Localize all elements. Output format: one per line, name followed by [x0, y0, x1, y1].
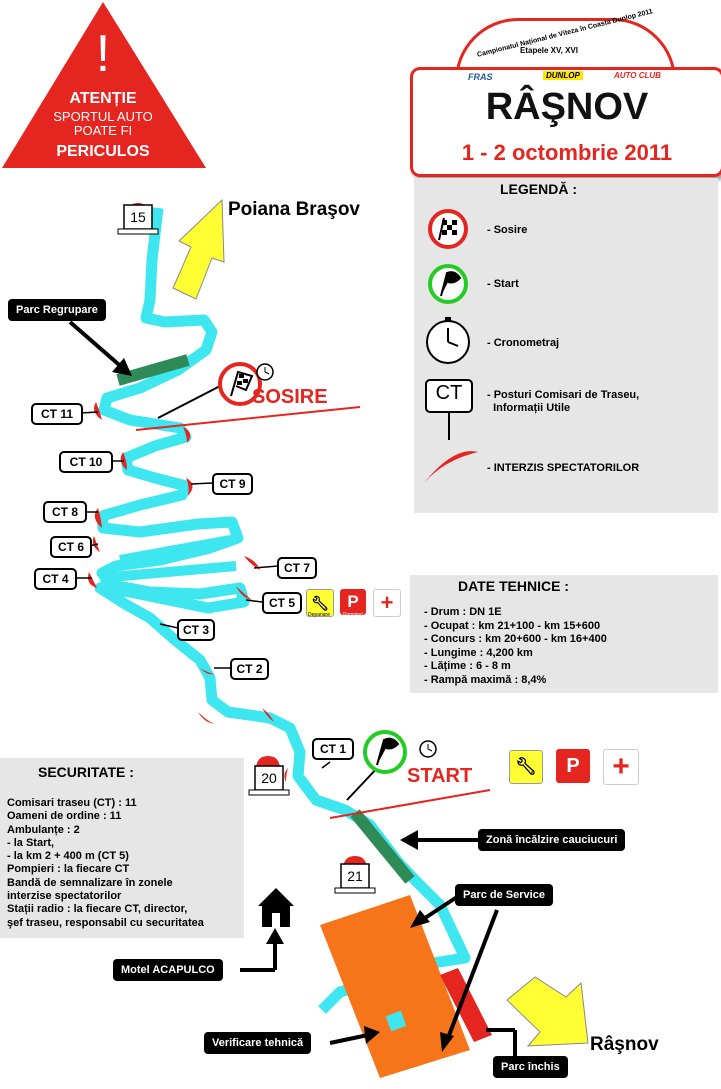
- ct-4: CT 4: [34, 568, 77, 590]
- event-stages: Etapele XV, XVI: [520, 46, 578, 55]
- depanare-icon-start: 🔧︎: [509, 750, 543, 784]
- security-line: Ambulanțe : 2: [7, 823, 80, 836]
- ambulance-cross-icon-ct5: +: [373, 589, 401, 617]
- logo-fras: FRAS: [468, 72, 493, 82]
- legend-ct-symbol: CT: [435, 382, 463, 404]
- finish-flag-icon: [218, 362, 262, 406]
- security-line: interzise spectatorilor: [7, 890, 122, 903]
- alert-line3: POATE FI: [73, 123, 133, 138]
- warning-triangle: [2, 2, 206, 168]
- arrow-to-poiana-icon: [172, 198, 225, 300]
- tech-line: - Concurs : km 20+600 - km 16+400: [424, 633, 607, 645]
- security-line: Oameni de ordine : 11: [7, 810, 122, 823]
- tech-line: - Rampă maximă : 8,4%: [424, 673, 547, 686]
- finish-label: SOSIRE: [252, 386, 328, 408]
- warmup-zone-area: [350, 809, 415, 884]
- legend-icons: [424, 209, 478, 483]
- ct-11: CT 11: [31, 403, 83, 425]
- event-box: [410, 67, 721, 177]
- place-poiana-brasov: Poiana Braşov: [228, 199, 360, 220]
- event-title: RÂŞNOV: [485, 86, 649, 128]
- ambulance-cross-icon-start: +: [603, 749, 639, 785]
- ct-5: CT 5: [262, 592, 302, 614]
- start-flag-icon: [363, 730, 407, 774]
- km-15-label: 15: [130, 209, 146, 225]
- ct-9: CT 9: [212, 473, 253, 495]
- tech-check-area: [385, 1010, 407, 1032]
- tech-panel: [410, 575, 718, 693]
- service-park-area: [320, 895, 470, 1078]
- km-marker-20: [248, 756, 290, 796]
- km-marker-15: [117, 203, 159, 235]
- legend-item-ct: - Posturi Comisari de Traseu, Informații…: [487, 389, 640, 414]
- tech-line: - Ocupat : km 21+100 - km 15+600: [424, 619, 601, 632]
- legend-ct-post-icon: [425, 379, 473, 440]
- finish-stopwatch-icon: [256, 363, 274, 381]
- parking-icon-start: P: [556, 749, 590, 783]
- security-list: Comisari traseu (CT) : 11 Oameni de ordi…: [7, 797, 243, 930]
- tech-line: - Lungime : 4,200 km: [424, 646, 533, 659]
- callout-motel: Motel ACAPULCO: [113, 959, 223, 981]
- ct-3: CT 3: [177, 619, 215, 641]
- start-stopwatch-icon: [419, 740, 437, 758]
- alert-exclamation: !: [95, 25, 111, 83]
- legend-start-icon: [428, 264, 468, 304]
- tech-line: - Lățime : 6 - 8 m: [424, 660, 511, 672]
- ct-10: CT 10: [59, 451, 113, 473]
- ct-1: CT 1: [312, 738, 354, 760]
- security-line: Stații radio : la fiecare CT, director,: [7, 903, 188, 916]
- security-title: SECURITATE :: [38, 764, 134, 780]
- legend-stopwatch-icon: [426, 317, 470, 364]
- legend-item-finish: - Sosire: [487, 224, 528, 236]
- legend-item-ban: - INTERZIS SPECTATORILOR: [487, 462, 640, 474]
- legend-ban-icon: [424, 451, 478, 483]
- km-marker-21: [334, 856, 376, 894]
- legend-title: LEGENDĂ :: [500, 181, 577, 197]
- security-line: Comisari traseu (CT) : 11: [7, 797, 137, 809]
- parking-icon-ct5: P: [340, 589, 366, 615]
- legend-finish-icon: [428, 209, 468, 249]
- ct-2: CT 2: [230, 658, 269, 680]
- alert-line2: SPORTUL AUTO: [53, 109, 153, 124]
- legend-item-timing: - Cronometraj: [487, 337, 560, 349]
- callout-parc-service: Parc de Service: [455, 884, 553, 906]
- race-road: [94, 207, 471, 1014]
- parc-regrupare-area: [116, 354, 190, 386]
- pompieri-label: Pompieri: [343, 612, 363, 618]
- security-line: şef traseu, responsabil cu securitatea: [7, 916, 204, 929]
- callout-parc-inchis: Parc închis: [493, 1056, 568, 1078]
- tech-title: DATE TEHNICE :: [458, 578, 569, 594]
- callout-arrows: [68, 320, 517, 1060]
- security-line: - la km 2 + 400 m (CT 5): [7, 850, 129, 863]
- callout-verificare: Verificare tehnică: [204, 1032, 312, 1054]
- security-panel: [0, 758, 244, 938]
- start-label: START: [407, 765, 473, 787]
- tech-list: - Drum : DN 1E - Ocupat : km 21+100 - km…: [424, 606, 607, 687]
- depanare-label: Depanare: [308, 612, 330, 618]
- event-date: 1 - 2 octombrie 2011: [461, 140, 673, 165]
- ct-6: CT 6: [50, 536, 92, 558]
- motel-house-icon: [258, 888, 294, 927]
- legend-item-start: - Start: [487, 278, 519, 290]
- callout-zona-incalzire: Zonă încălzire cauciucuri: [478, 829, 626, 851]
- depanare-icon: 🔧︎: [306, 589, 334, 617]
- place-rasnov: Râşnov: [590, 1034, 659, 1055]
- parc-inchis-area: [440, 968, 492, 1042]
- alert-line1: ATENȚIE: [69, 90, 137, 107]
- logo-autoclub: AUTO CLUB: [614, 71, 661, 80]
- security-line: - la Start,: [7, 836, 55, 849]
- ct-7: CT 7: [277, 557, 317, 579]
- tech-line: - Drum : DN 1E: [424, 606, 502, 618]
- km-21-label: 21: [347, 868, 363, 884]
- start-line: [329, 789, 491, 819]
- logo-dunlop: DUNLOP: [543, 71, 583, 80]
- ct-8: CT 8: [43, 501, 87, 523]
- km-20-label: 20: [261, 770, 277, 786]
- security-line: Bandă de semnalizare în zonele: [7, 876, 173, 889]
- finish-line: [135, 406, 361, 431]
- security-line: Pompieri : la fiecare CT: [7, 863, 130, 876]
- alert-line4: PERICULOS: [56, 143, 150, 160]
- callout-parc-regrupare: Parc Regrupare: [8, 299, 106, 321]
